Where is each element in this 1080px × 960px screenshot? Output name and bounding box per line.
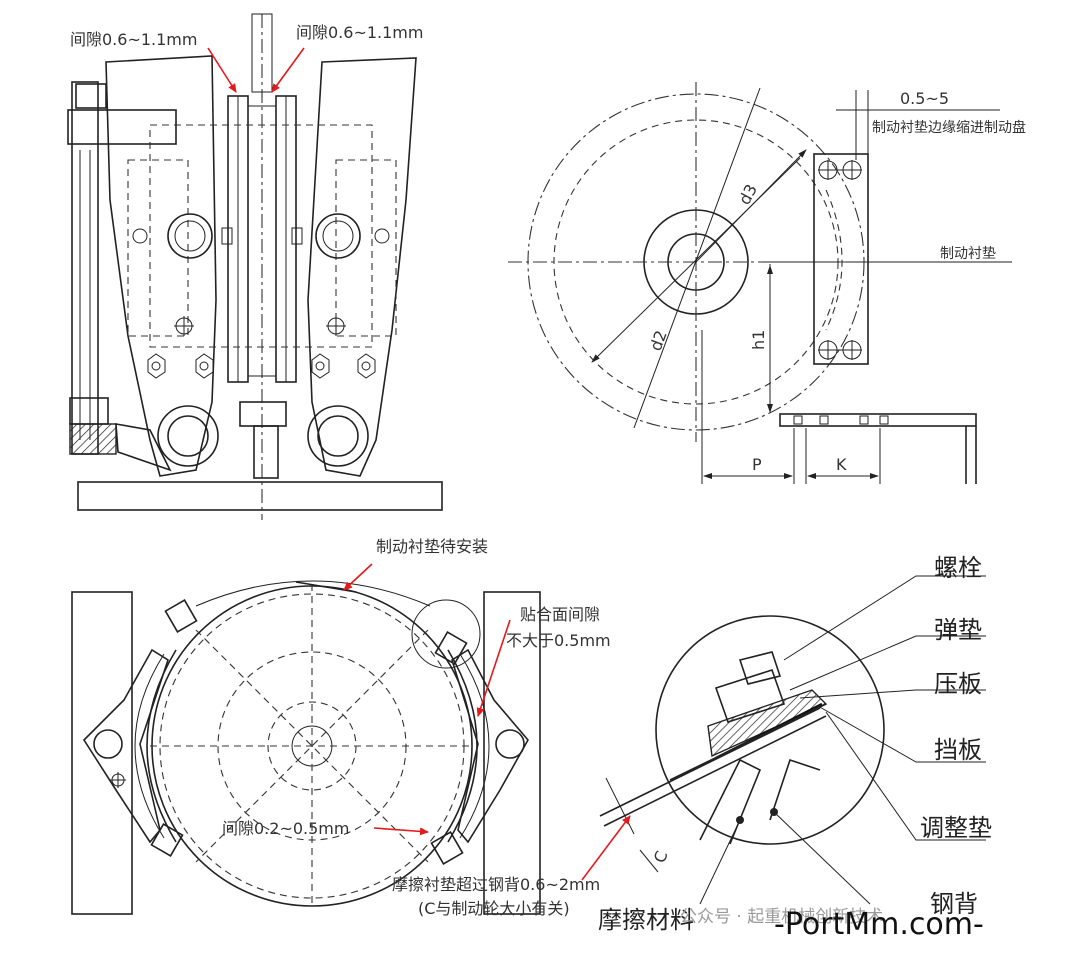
contact-gap-line1: 贴合面间隙 (520, 605, 600, 624)
watermark-account: 公众号 · 起重机械创新技术 (680, 907, 883, 927)
part-pressure-plate-label: 压板 (934, 670, 982, 698)
watermark: 公众号 · 起重机械创新技术 -PortMm.com- (680, 907, 984, 942)
contact-gap-line2: 不大于0.5mm (506, 631, 611, 650)
dim-d3-label: d3 (735, 181, 761, 208)
part-baffle-label: 挡板 (934, 736, 982, 764)
top-left-view: 间隙0.6~1.1mm 间隙0.6~1.1mm (67, 13, 443, 520)
bottom-left-view: 制动衬垫待安装 贴合面间隙 不大于0.5mm 间隙0.2~0.5mm 摩擦衬垫超… (71, 537, 611, 918)
part-shim-label: 调整垫 (920, 814, 992, 842)
exceed-line2: (C与制动轮大小有关) (418, 899, 570, 918)
dim-d2-label: d2 (646, 328, 671, 354)
dim-k-label: K (836, 455, 847, 474)
part-spring-washer-label: 弹垫 (934, 616, 982, 644)
lining-label: 制动衬垫 (940, 246, 996, 262)
inset-desc-label: 制动衬垫边缘缩进制动盘 (872, 119, 1026, 136)
gap-left-label: 间隙0.6~1.1mm (70, 30, 197, 49)
dim-p-label: P (752, 455, 762, 474)
exceed-line1: 摩擦衬垫超过钢背0.6~2mm (392, 875, 600, 894)
inset-range-label: 0.5~5 (900, 89, 949, 108)
lining-pending-label: 制动衬垫待安装 (376, 537, 488, 556)
dim-c-label: C (650, 848, 672, 865)
watermark-site: -PortMm.com- (774, 907, 984, 942)
dim-h1-label: h1 (749, 330, 768, 350)
friction-material-label: 摩擦材料 (598, 906, 694, 934)
part-bolt-label: 螺栓 (934, 554, 982, 582)
top-right-view: 0.5~5 制动衬垫边缘缩进制动盘 制动衬垫 d3 d2 h1 P K (508, 82, 1026, 484)
bottom-right-view: 螺栓 弹垫 压板 挡板 调整垫 钢背 摩擦材料 C (581, 554, 992, 934)
gap-range-label: 间隙0.2~0.5mm (222, 819, 349, 838)
gap-right-label: 间隙0.6~1.1mm (296, 23, 423, 42)
part-steel-back-label: 钢背 (930, 890, 978, 918)
